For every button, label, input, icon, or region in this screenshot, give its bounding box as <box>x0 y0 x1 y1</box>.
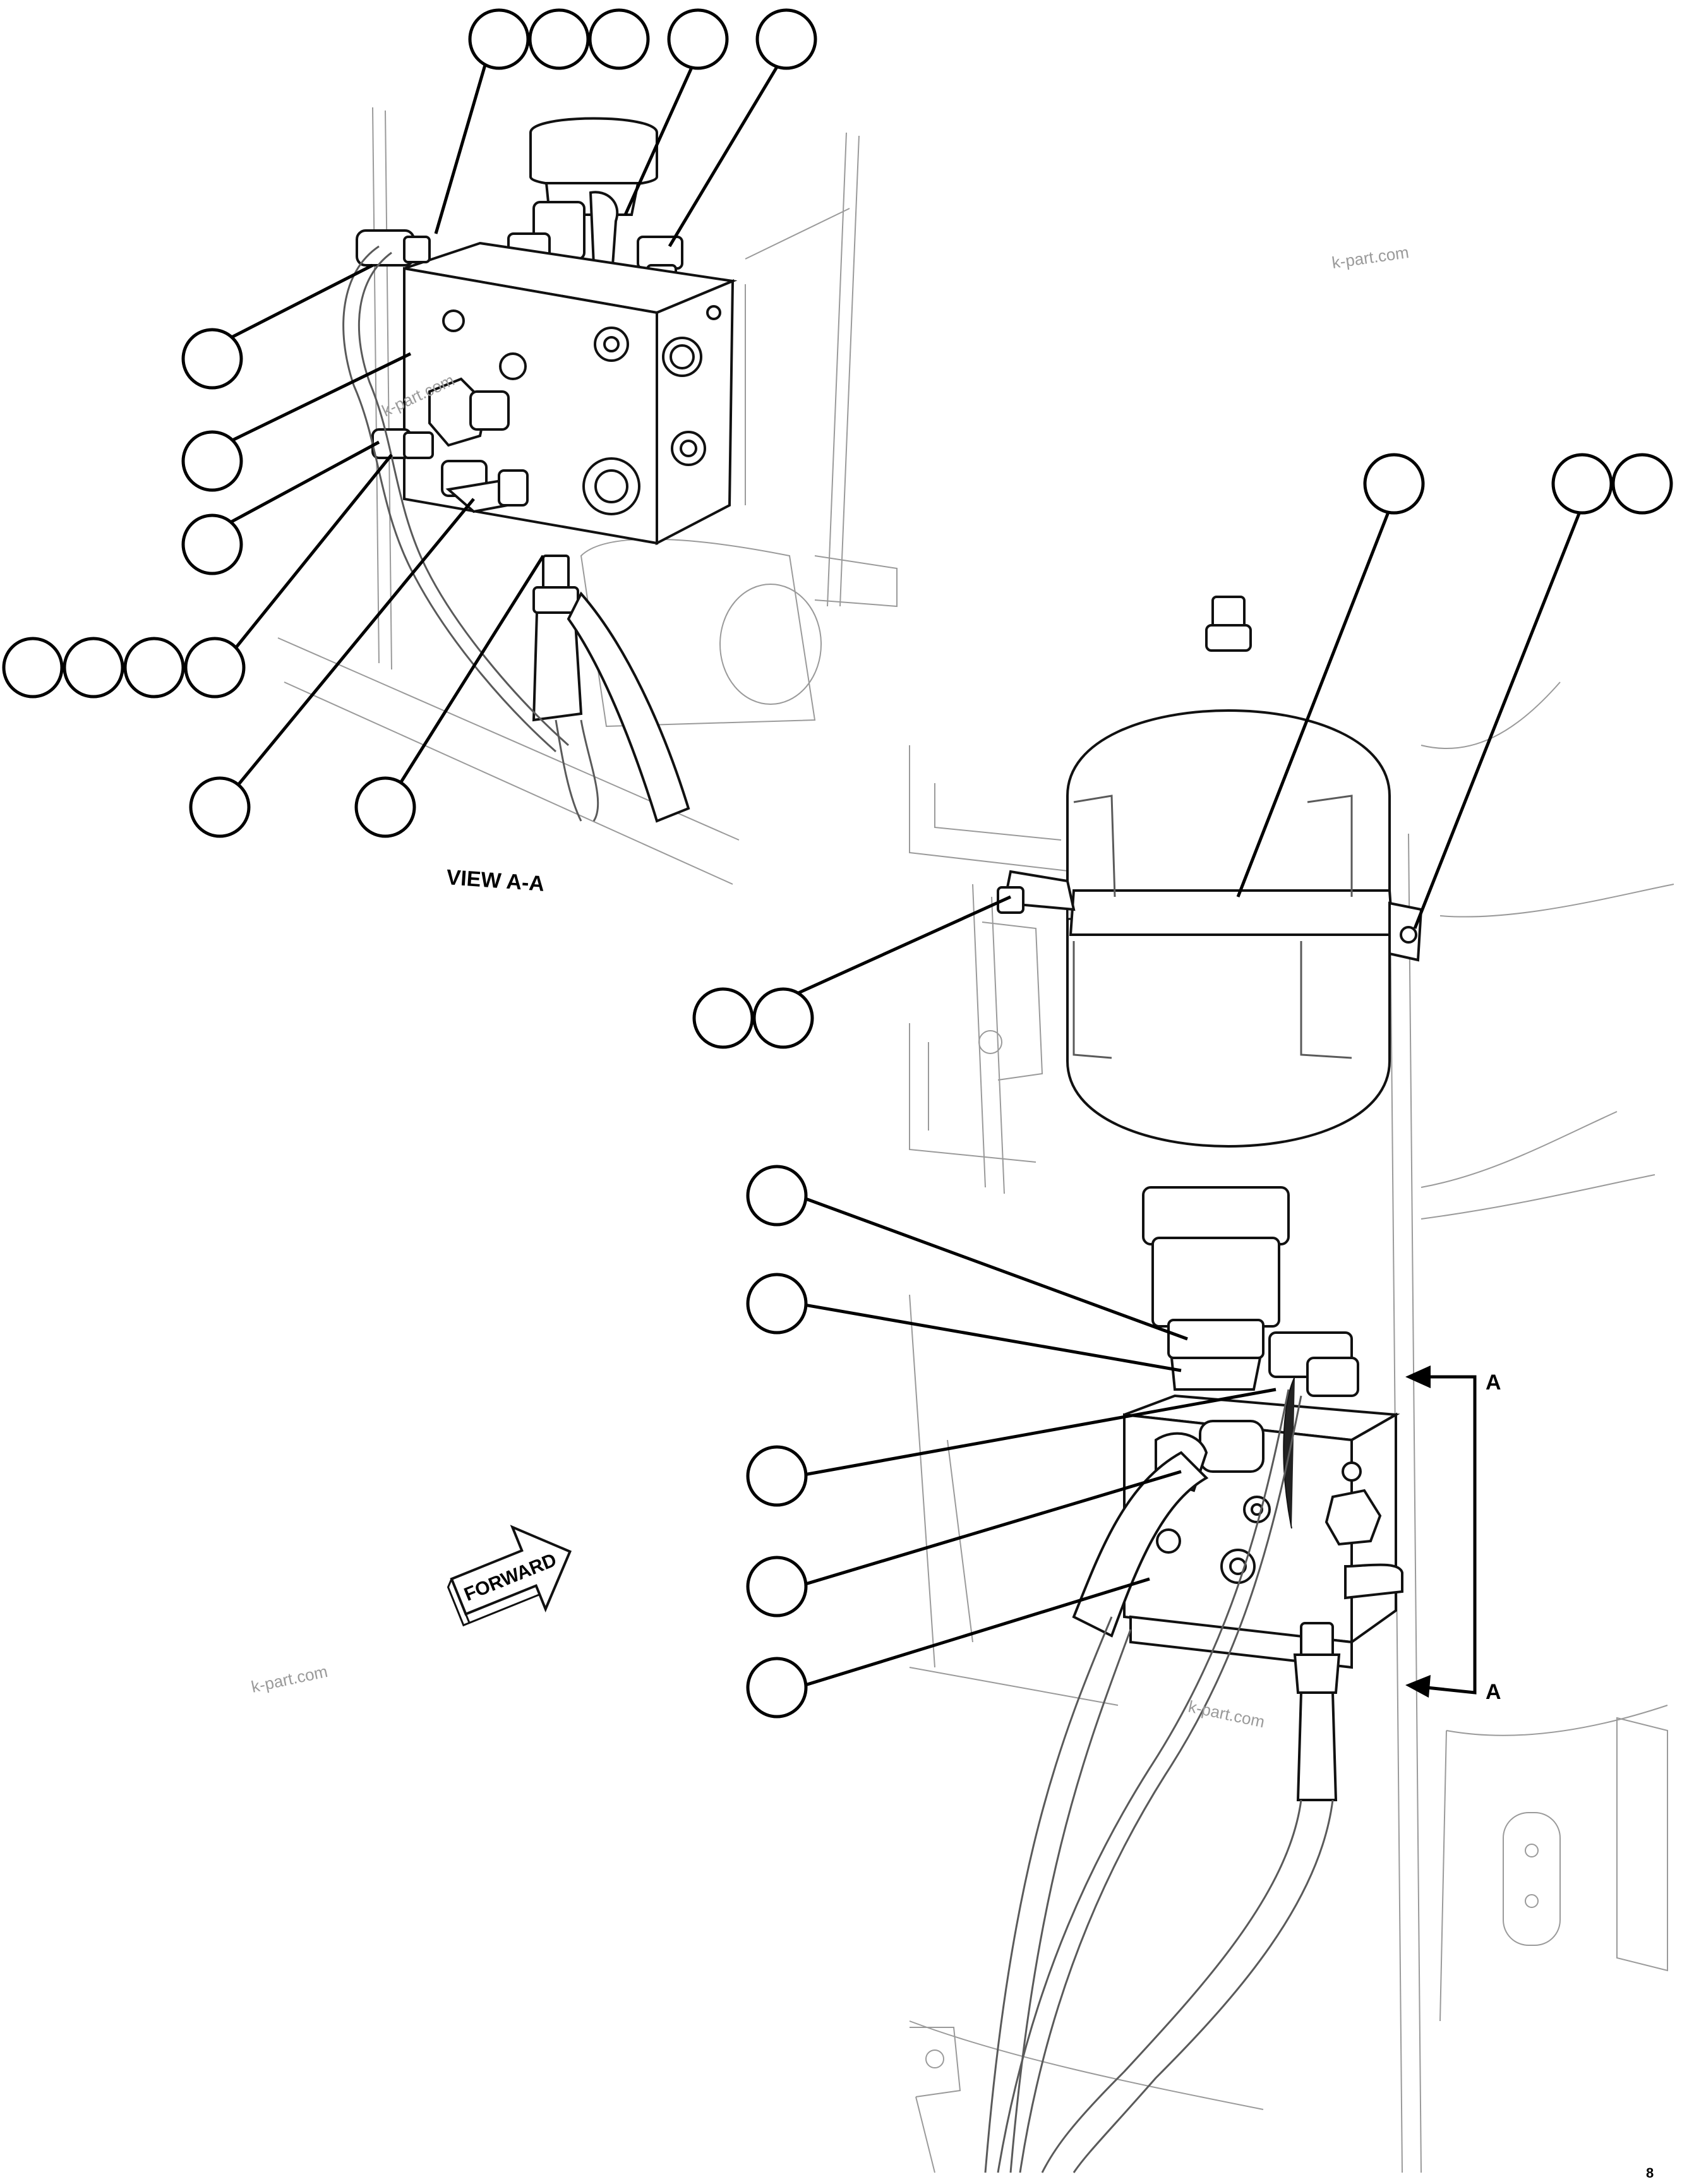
callout-bubble <box>746 1273 808 1335</box>
main-view-background <box>909 681 1674 2173</box>
view-title: VIEW A-A <box>445 865 545 896</box>
main-valve-block <box>1123 1331 1403 1801</box>
callout-bubble <box>746 1657 808 1719</box>
forward-arrow-icon: FORWARD <box>447 1525 572 1627</box>
callout-bubble <box>2 637 64 699</box>
callout-bubble <box>181 513 243 575</box>
section-arrow-icon <box>1405 1365 1477 1698</box>
callout-bubble <box>1551 453 1613 515</box>
callout-bubble <box>181 328 243 390</box>
callout-bubble <box>1363 453 1425 515</box>
leader-lines <box>188 59 1587 1689</box>
accumulator <box>997 596 1423 1391</box>
view-a-a-background <box>277 107 898 885</box>
callout-bubble <box>752 987 814 1049</box>
callout-bubble <box>746 1556 808 1617</box>
callout-bubble <box>528 8 590 70</box>
callout-bubble <box>189 776 251 838</box>
callout-bubble <box>184 637 246 699</box>
callout-bubble <box>746 1165 808 1227</box>
watermark: k-part.com <box>1187 1697 1266 1732</box>
view-a-a-valve-assembly <box>342 117 738 823</box>
watermark: k-part.com <box>249 1662 329 1696</box>
watermark: k-part.com <box>1331 243 1410 272</box>
callout-bubble <box>692 987 754 1049</box>
callout-bubble <box>181 430 243 492</box>
callout-bubble <box>746 1445 808 1507</box>
callout-bubble <box>588 8 650 70</box>
callout-bubble <box>354 776 416 838</box>
callout-bubble <box>667 8 729 70</box>
callout-bubble <box>63 637 124 699</box>
callout-bubble <box>1611 453 1673 515</box>
corner-mark: 8 <box>1646 2165 1654 2181</box>
callout-bubble <box>468 8 530 70</box>
section-marker-top: A <box>1486 1371 1501 1395</box>
section-marker-bottom: A <box>1486 1680 1501 1704</box>
callout-bubble <box>123 637 185 699</box>
main-view-hoses <box>984 1389 1334 2173</box>
callout-bubble <box>755 8 817 70</box>
callout-bubbles <box>2 8 1673 1719</box>
